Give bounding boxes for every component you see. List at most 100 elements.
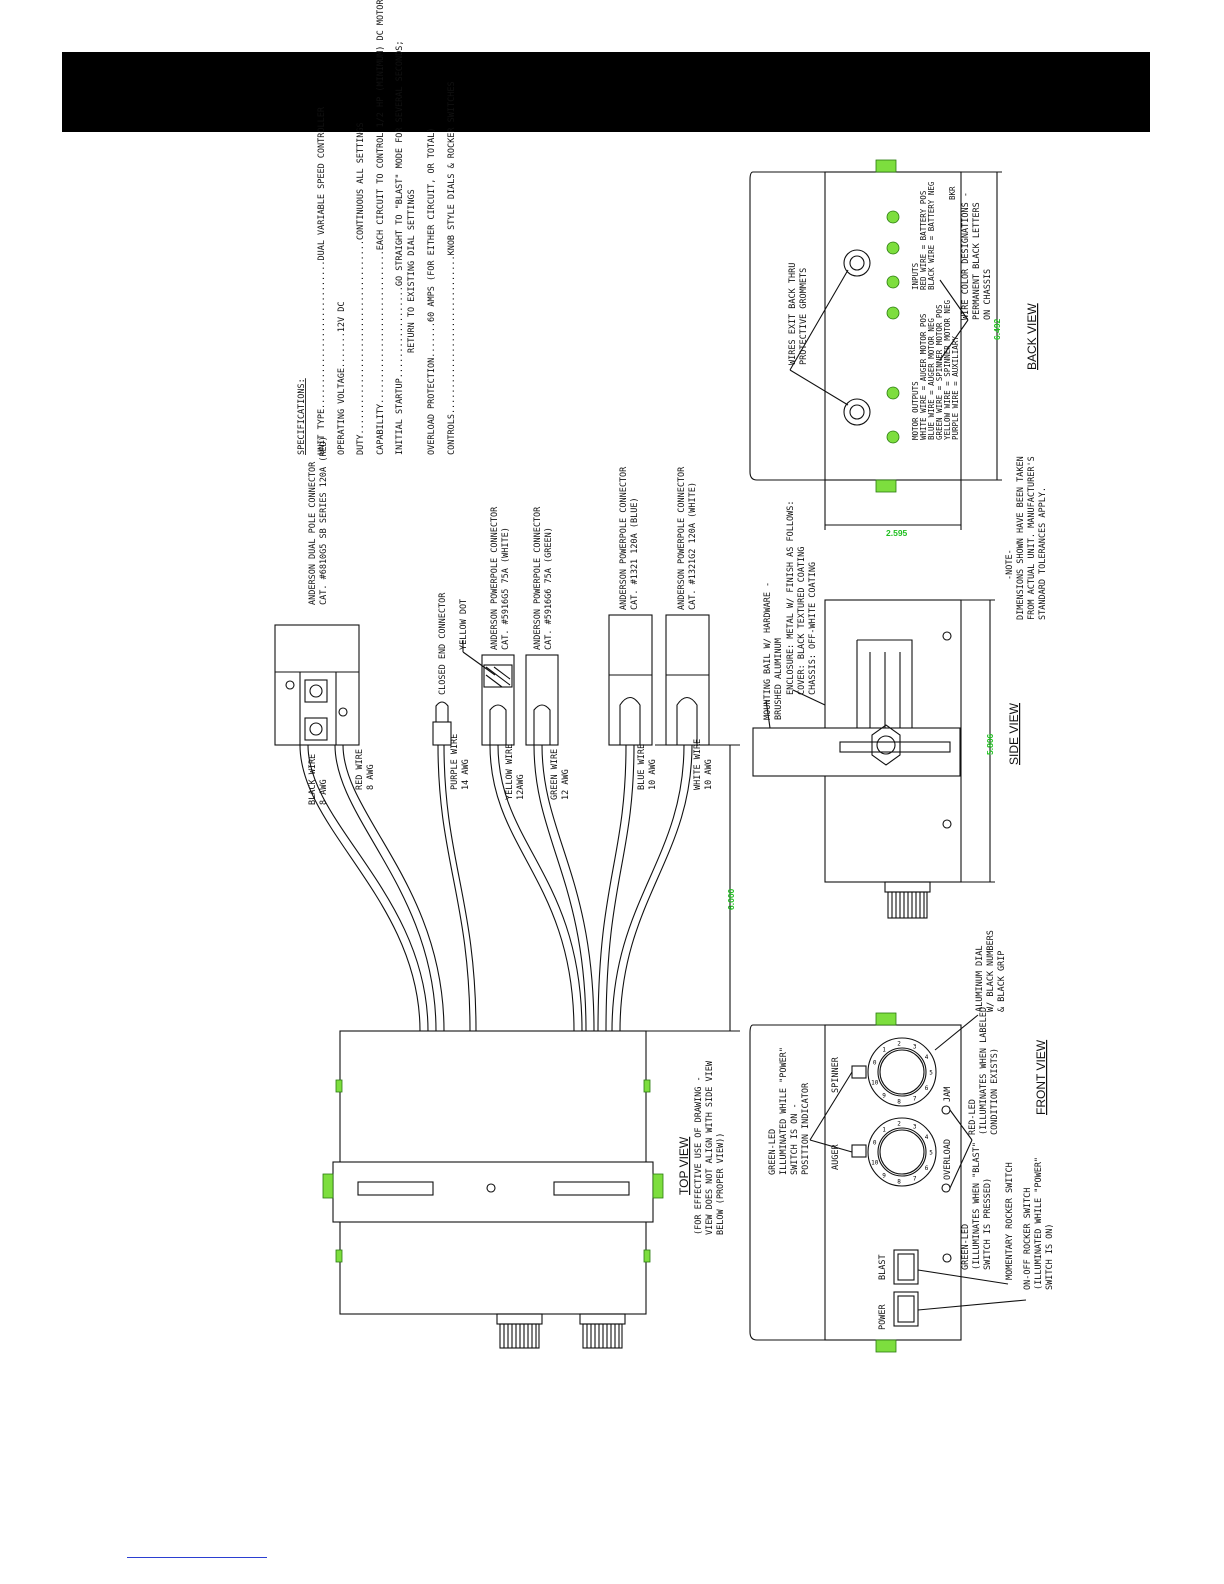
knob-top-1 — [496, 1313, 543, 1349]
dimension-wire-length: 6.000 — [640, 744, 740, 1032]
label-red-wire: RED WIRE — [355, 749, 365, 790]
label-enclosure: COVER: BLACK TEXTURED COATING — [797, 547, 807, 695]
dial-number: 7 — [913, 1096, 917, 1103]
top-view: 6.000 ANDERSON DUAL POLE CONNECTOR CAT. … — [274, 436, 740, 1349]
top-view-note: (FOR EFFECTIVE USE OF DRAWING - — [694, 1076, 704, 1235]
top-view-title: TOP VIEW — [677, 1136, 691, 1195]
spec-heading: SPECIFICATIONS: — [297, 378, 307, 455]
back-view-title: BACK VIEW — [1025, 303, 1039, 370]
dial-number: 8 — [897, 1098, 901, 1105]
spec-line: OVERLOAD PROTECTION.......60 AMPS (FOR E… — [427, 127, 437, 455]
callout-onoff: ON-OFF ROCKER SWITCH — [1023, 1188, 1033, 1290]
label-enclosure: ENCLOSURE: METAL W/ FINISH AS FOLLOWS: — [786, 501, 796, 695]
label-powerpole-blue: CAT. #1321 120A (BLUE) — [630, 497, 640, 610]
dial-number: 9 — [882, 1172, 886, 1179]
closed-end-connector — [432, 701, 452, 746]
label-spinner: SPINNER — [831, 1056, 841, 1093]
spec-line: RETURN TO EXISTING DIAL SETTINGS — [407, 189, 417, 353]
front-view-title: FRONT VIEW — [1034, 1039, 1048, 1115]
callout-dial: ALUMINUM DIAL — [975, 945, 985, 1012]
dial-number: 10 — [871, 1159, 879, 1166]
label-color-desig: PERMANENT BLACK LETTERS — [972, 202, 982, 320]
label-black-wire: BLACK WIRE — [308, 754, 318, 805]
callout-onoff: SWITCH IS ON) — [1045, 1223, 1055, 1290]
label-yellow-wire: 12AWG — [516, 774, 526, 800]
power-switch — [893, 1291, 919, 1327]
dial-number: 6 — [925, 1085, 929, 1092]
green-led-auger — [851, 1144, 867, 1158]
dim-back-width: 6.492 — [992, 318, 1002, 340]
spec-line: UNIT TYPE.............................DU… — [317, 106, 327, 455]
label-green-wire: GREEN WIRE — [550, 749, 560, 800]
label-auger: AUGER — [831, 1144, 841, 1170]
knob-top-2 — [579, 1313, 626, 1349]
label-blue-wire: 10 AWG — [648, 759, 658, 790]
powerpole-white — [665, 614, 710, 746]
label-grommets: PROTECTIVE GROMMETS — [799, 268, 809, 365]
callout-green-led-blast: GREEN-LED — [961, 1224, 971, 1270]
dial-number: 9 — [882, 1092, 886, 1099]
label-dual-pole: CAT. #6810G5 SB SERIES 120A (RED) — [319, 436, 329, 605]
callout-red-led: CONDITION EXISTS) — [990, 1048, 1000, 1135]
motor-outputs: YELLOW WIRE = SPINNER MOTOR NEG — [943, 300, 952, 440]
powerpole-blue — [608, 614, 653, 746]
label-powerpole-green: ANDERSON POWERPOLE CONNECTOR — [533, 506, 543, 650]
motor-outputs: BLUE WIRE = AUGER MOTOR NEG — [927, 318, 936, 440]
dim-wire-length: 6.000 — [726, 888, 736, 910]
label-enclosure: CHASSIS: OFF-WHITE COATING — [808, 562, 818, 695]
callout-green-led-power: ILLUMINATED WHILE "POWER" — [779, 1047, 789, 1175]
label-green-wire: 12 AWG — [561, 769, 571, 800]
label-yellow-wire: YELLOW WIRE — [505, 744, 515, 800]
inputs: RED WIRE = BATTERY POS — [919, 190, 928, 290]
dial-number: 0 — [873, 1140, 877, 1147]
callout-dial: W/ BLACK NUMBERS — [986, 930, 996, 1012]
back-view: BKR MOTOR OUTPUTS WHITE WIRE = AUGER MOT… — [749, 159, 1039, 538]
callout-green-led-blast: (ILLUMINATES WHEN "BLAST" — [972, 1142, 982, 1270]
callout-onoff: (ILLUMINATED WHILE "POWER" — [1034, 1157, 1044, 1290]
callout-green-led-power: GREEN-LED — [768, 1129, 778, 1175]
callout-red-led: (ILLUMINATES WHEN LABELED — [979, 1007, 989, 1135]
spec-line: OPERATING VOLTAGE.......12V DC — [337, 301, 347, 455]
dial-number: 7 — [913, 1176, 917, 1183]
spec-line: INITIAL STARTUP..................GO STRA… — [395, 40, 405, 455]
spec-line: DUTY....................................… — [356, 122, 366, 455]
green-led-blast — [942, 1253, 952, 1263]
dial-number: 2 — [897, 1041, 901, 1048]
footer-link-line — [127, 1557, 267, 1558]
top-view-note: VIEW DOES NOT ALIGN WITH SIDE VIEW — [705, 1060, 715, 1235]
enclosure-front — [824, 1024, 962, 1341]
dial-number: 1 — [882, 1127, 886, 1134]
dial-number: 6 — [925, 1165, 929, 1172]
label-powerpole-green: CAT. #5916G6 75A (GREEN) — [544, 527, 554, 650]
label-blast: BLAST — [878, 1254, 888, 1280]
dial-number: 1 — [882, 1047, 886, 1054]
motor-outputs: PURPLE WIRE = AUXILIARY — [951, 336, 960, 440]
side-view-title: SIDE VIEW — [1007, 702, 1021, 765]
motor-outputs: GREEN WIRE = SPINNER MOTOR POS — [935, 304, 944, 440]
dim-back-height: 2.595 — [886, 528, 908, 538]
label-color-desig: ON CHASSIS — [983, 269, 993, 320]
label-powerpole-white: ANDERSON POWERPOLE CONNECTOR — [490, 506, 500, 650]
dim-side-width: 5.806 — [985, 733, 995, 755]
callout-green-led-power: POSITION INDICATOR — [801, 1082, 811, 1175]
label-grommets: WIRES EXIT BACK THRU — [788, 263, 798, 365]
knob-side — [884, 881, 931, 919]
dial-number: 2 — [897, 1121, 901, 1128]
front-view: POWER BLAST AUGER SPINNER OVERLOAD — [749, 930, 1055, 1353]
auger-dial — [867, 1117, 937, 1187]
dial-number: 5 — [929, 1150, 933, 1157]
label-yellow-dot: YELLOW DOT — [459, 599, 469, 650]
inputs: BLACK WIRE = BATTERY NEG — [927, 181, 936, 290]
spec-line: CAPABILITY..............................… — [376, 0, 386, 455]
label-mounting-bail: BRUSHED ALUMINUM — [774, 638, 784, 720]
dial-number: 4 — [925, 1054, 929, 1061]
header-bar — [62, 52, 1150, 132]
label-mounting-bail: MOUNTING BAIL W/ HARDWARE - — [763, 582, 773, 720]
callout-dial: & BLACK GRIP — [997, 951, 1007, 1012]
spinner-dial — [867, 1037, 937, 1107]
label-purple-wire: PURPLE WIRE — [450, 734, 460, 790]
motor-outputs: WHITE WIRE = AUGER MOTOR POS — [919, 313, 928, 440]
top-view-note: BELOW (PROPER VIEW)) — [716, 1133, 726, 1235]
label-overload: OVERLOAD — [943, 1139, 953, 1180]
